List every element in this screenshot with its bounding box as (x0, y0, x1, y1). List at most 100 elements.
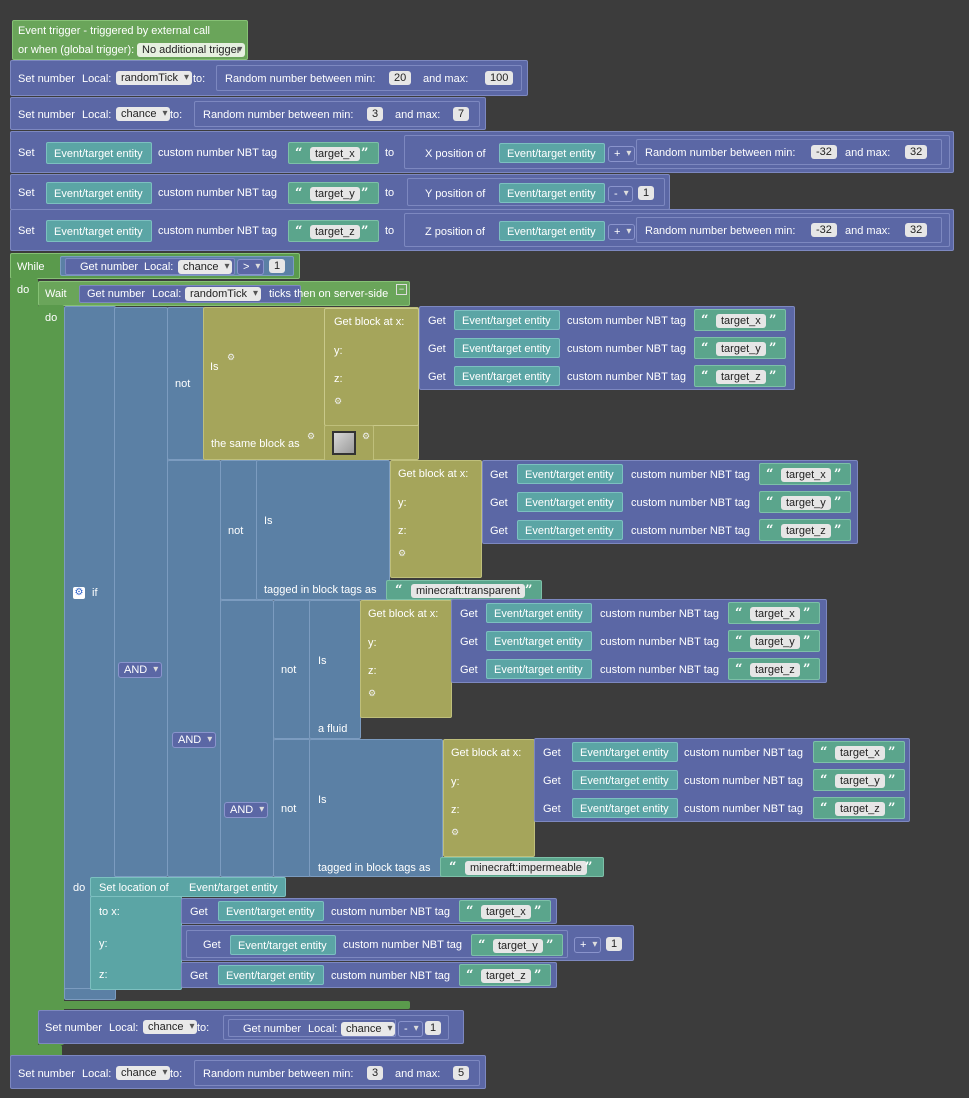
set-chance-final-block[interactable]: Set number Local: chance to: Random numb… (10, 1055, 486, 1089)
text-block-target-y[interactable]: “ target_y ” (471, 934, 563, 956)
event-target-entity-block[interactable]: Event/target entity (454, 366, 560, 386)
min-input[interactable]: -32 (811, 223, 837, 237)
nbt-get-y-row[interactable]: Get Event/target entity custom number NB… (186, 930, 568, 958)
var-dropdown-chance[interactable]: chance (178, 260, 233, 274)
text-block-target-z[interactable]: “ target_z ” (459, 964, 551, 986)
random-number-block[interactable]: Random number between min: -32 and max: … (636, 139, 942, 165)
var-dropdown-randomtick[interactable]: randomTick (116, 71, 193, 85)
get-block-at-block[interactable]: Get block at x: y: z: ⚙ (390, 460, 482, 578)
text-input[interactable]: target_y (781, 496, 831, 510)
set-location-header[interactable]: Set location of Event/target entity (90, 877, 286, 897)
text-input[interactable]: target_x (310, 147, 360, 161)
text-input[interactable]: target_x (481, 905, 531, 919)
max-input[interactable]: 7 (453, 107, 470, 121)
and-dropdown[interactable]: AND (172, 732, 217, 748)
stone-block-icon[interactable] (332, 431, 356, 455)
text-block-target-x[interactable]: “ target_x ” (694, 309, 786, 331)
text-input[interactable]: target_z (716, 370, 766, 384)
random-number-block[interactable]: Random number between min: -32 and max: … (636, 217, 942, 243)
get-block-at-block[interactable]: Get block at x: y: z: ⚙ (443, 739, 535, 857)
var-dropdown-chance[interactable]: chance (116, 107, 171, 121)
text-block-target-z[interactable]: “ target_z ” (759, 519, 851, 541)
event-target-entity-block[interactable]: Event/target entity (517, 464, 623, 484)
set-chance-decrement-block[interactable]: Set number Local: chance to: Get number … (38, 1010, 464, 1044)
operator-dropdown[interactable]: - (398, 1021, 423, 1037)
text-block-target-y[interactable]: “ target_y ” (759, 491, 851, 513)
text-block-target-x[interactable]: “ target_x ” (759, 463, 851, 485)
get-number-block[interactable]: Get number Local: chance (228, 1019, 396, 1037)
min-input[interactable]: 3 (367, 107, 384, 121)
var-dropdown-chance[interactable]: chance (116, 1066, 171, 1080)
max-input[interactable]: 32 (905, 223, 928, 237)
event-target-entity-block[interactable]: Event/target entity (517, 492, 623, 512)
event-target-entity-block[interactable]: Event/target entity (46, 220, 152, 242)
max-input[interactable]: 5 (453, 1066, 470, 1080)
text-block-target-x[interactable]: “ target_x ” (459, 900, 551, 922)
and-block-1[interactable]: AND (114, 307, 168, 877)
operator-dropdown[interactable]: + (574, 937, 602, 953)
text-block-target-y[interactable]: “ target_y ” (728, 630, 820, 652)
is-fluid-block[interactable]: Is a fluid (309, 600, 361, 739)
math-minus-block[interactable]: Y position of Event/target entity - 1 (407, 178, 665, 206)
collapse-icon[interactable]: − (396, 284, 407, 295)
math-minus-block[interactable]: Get number Local: chance - 1 (223, 1015, 449, 1040)
text-input[interactable]: minecraft:transparent (411, 584, 525, 598)
random-number-block[interactable]: Random number between min: 20 and max: 1… (216, 65, 522, 91)
text-input[interactable]: target_z (835, 802, 885, 816)
set-nbt-target-y-block[interactable]: Set Event/target entity custom number NB… (10, 174, 670, 210)
number-input[interactable]: 1 (425, 1021, 442, 1035)
and-block-2[interactable]: AND (167, 460, 221, 877)
set-nbt-target-x-block[interactable]: Set Event/target entity custom number NB… (10, 131, 954, 173)
var-dropdown-chance[interactable]: chance (143, 1020, 198, 1034)
and-dropdown[interactable]: AND (118, 662, 163, 678)
min-input[interactable]: 20 (389, 71, 412, 85)
not-block-1[interactable]: not (167, 307, 205, 460)
event-target-entity-block[interactable]: Event/target entity (517, 520, 623, 540)
text-block-transparent[interactable]: “ minecraft:transparent ” (386, 580, 542, 600)
text-input[interactable]: target_x (835, 746, 885, 760)
compare-operator-dropdown[interactable]: > (237, 259, 265, 275)
set-random-tick-block[interactable]: Set number Local: randomTick to: Random … (10, 60, 528, 96)
compare-block[interactable]: Get number Local: chance > 1 (60, 256, 294, 276)
not-block-4[interactable]: not (273, 739, 311, 877)
operator-dropdown[interactable]: + (608, 224, 636, 240)
text-input[interactable]: target_x (716, 314, 766, 328)
is-tagged-block-1[interactable]: Is tagged in block tags as (256, 460, 390, 600)
var-dropdown-chance[interactable]: chance (341, 1022, 396, 1036)
text-input[interactable]: target_y (750, 635, 800, 649)
var-dropdown-randomtick[interactable]: randomTick (185, 287, 262, 301)
text-block-target-z[interactable]: “ target_z ” (288, 220, 379, 242)
number-input[interactable]: 1 (269, 259, 286, 273)
event-target-entity-block[interactable]: Event/target entity (46, 142, 152, 164)
text-block-target-y[interactable]: “ target_y ” (288, 182, 379, 204)
max-input[interactable]: 32 (905, 145, 928, 159)
min-input[interactable]: 3 (367, 1066, 384, 1080)
text-block-target-x[interactable]: “ target_x ” (728, 602, 820, 624)
text-input[interactable]: target_y (716, 342, 766, 356)
event-target-entity-block[interactable]: Event/target entity (499, 221, 605, 241)
number-input[interactable]: 1 (606, 937, 623, 951)
event-trigger-block[interactable]: Event trigger - triggered by external ca… (12, 20, 248, 60)
text-block-target-x[interactable]: “ target_x ” (288, 142, 379, 164)
get-block-at-block[interactable]: Get block at x: y: z: ⚙ (360, 600, 452, 718)
number-input[interactable]: 1 (638, 186, 655, 200)
math-plus-block[interactable]: Z position of Event/target entity + Rand… (404, 213, 950, 247)
text-block-impermeable[interactable]: “ minecraft:impermeable ” (440, 857, 604, 877)
text-block-target-y[interactable]: “ target_y ” (813, 769, 905, 791)
set-location-block[interactable]: to x: y: z: (90, 896, 182, 990)
and-dropdown[interactable]: AND (224, 802, 269, 818)
nbt-get-x-row[interactable]: Get Event/target entity custom number NB… (181, 898, 557, 924)
event-target-entity-block[interactable]: Event/target entity (230, 935, 336, 955)
operator-dropdown[interactable]: + (608, 146, 636, 162)
and-block-3[interactable]: AND (220, 600, 274, 877)
global-trigger-dropdown[interactable]: No additional trigger (137, 43, 246, 57)
event-target-entity-block[interactable]: Event/target entity (499, 183, 605, 203)
event-target-entity-block[interactable]: Event/target entity (454, 310, 560, 330)
wait-block[interactable]: Wait Get number Local: randomTick ticks … (38, 281, 410, 306)
set-nbt-target-z-block[interactable]: Set Event/target entity custom number NB… (10, 209, 954, 251)
math-plus-y-row[interactable]: Get Event/target entity custom number NB… (181, 925, 634, 961)
get-block-at-block[interactable]: Get block at x: y: z: ⚙ (324, 308, 419, 426)
text-input[interactable]: target_y (310, 187, 360, 201)
text-input[interactable]: target_z (481, 969, 531, 983)
text-block-target-y[interactable]: “ target_y ” (694, 337, 786, 359)
